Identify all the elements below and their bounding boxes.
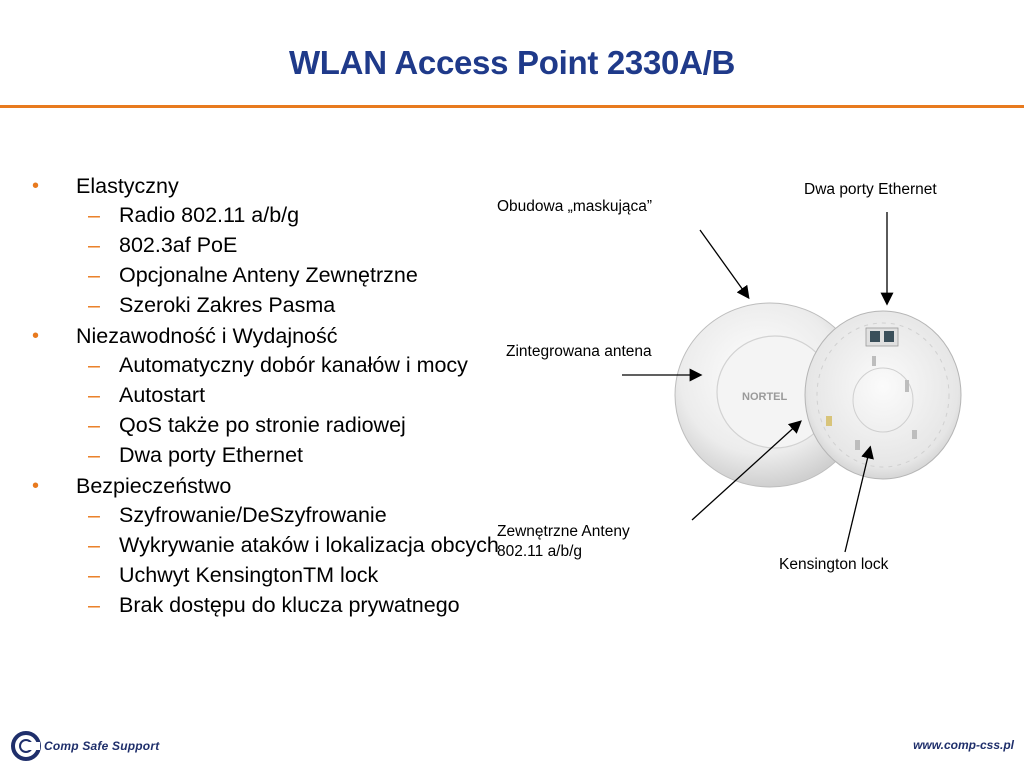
bullet-marker: – [88,533,100,557]
sub-bullet-item: –Brak dostępu do klucza prywatnego [30,594,500,616]
bullet-text: Uchwyt KensingtonTM lock [119,563,379,587]
sub-bullet-item: –QoS także po stronie radiowej [30,414,500,436]
company-logo-icon [11,731,41,761]
kensington-slot [826,416,832,426]
callout-housing: Obudowa „maskująca” [497,198,653,215]
callout-kensington: Kensington lock [779,556,889,573]
sub-bullet-item: –Radio 802.11 a/b/g [30,204,500,226]
bullet-text: Dwa porty Ethernet [119,443,304,467]
callout-external-antennas: Zewnętrzne Anteny 802.11 a/b/g [497,522,630,562]
bullet-marker: • [32,325,40,347]
sub-bullet-item: –Szyfrowanie/DeSzyfrowanie [30,504,500,526]
footer-company-name: Comp Safe Support [44,739,160,753]
sub-bullet-item: –Szeroki Zakres Pasma [30,294,500,316]
callout-ethernet: Dwa porty Ethernet [804,181,937,198]
title-divider [0,105,1024,108]
arrow-housing [699,229,750,300]
sub-bullet-item: –802.3af PoE [30,234,500,256]
arrow-kensington [844,445,874,553]
bullet-text: 802.3af PoE [119,233,238,257]
bullet-text: Autostart [119,383,206,407]
sub-bullet-item: –Uchwyt KensingtonTM lock [30,564,500,586]
bullet-marker: – [88,503,100,527]
bullet-item: • Bezpieczeństwo [30,474,500,499]
bullet-marker: – [88,353,100,377]
sub-bullet-item: –Wykrywanie ataków i lokalizacja obcych [30,534,500,556]
bullet-text: Niezawodność i Wydajność [76,324,338,348]
callout-external-line1: Zewnętrzne Anteny [497,523,630,540]
bullet-item: • Elastyczny [30,174,500,199]
bullet-text: Bezpieczeństwo [76,474,232,498]
access-point-back [804,310,962,480]
bullet-marker: – [88,203,100,227]
bullet-text: Automatyczny dobór kanałów i mocy [119,353,468,377]
sub-bullet-item: –Dwa porty Ethernet [30,444,500,466]
bullet-text: Elastyczny [76,174,179,198]
bullet-marker: – [88,293,100,317]
bullet-item: • Niezawodność i Wydajność [30,324,500,349]
bullet-text: Opcjonalne Anteny Zewnętrzne [119,263,418,287]
arrow-external-antennas [691,420,802,521]
bullet-text: QoS także po stronie radiowej [119,413,406,437]
sub-bullet-item: –Opcjonalne Anteny Zewnętrzne [30,264,500,286]
bullet-marker: – [88,443,100,467]
bullet-marker: – [88,383,100,407]
device-brand-text: NORTEL [742,391,788,403]
bullet-marker: – [88,263,100,287]
bullet-marker: • [32,175,40,197]
bullet-text: Radio 802.11 a/b/g [119,203,300,227]
bullet-text: Brak dostępu do klucza prywatnego [119,593,460,617]
bullet-text: Wykrywanie ataków i lokalizacja obcych [119,533,499,557]
bullet-marker: – [88,413,100,437]
callout-antenna: Zintegrowana antena [506,343,652,360]
bullet-marker: – [88,593,100,617]
bullet-list: •Elastyczny–Radio 802.11 a/b/g–802.3af P… [30,174,500,624]
bullet-text: Szyfrowanie/DeSzyfrowanie [119,503,387,527]
bullet-text: Szeroki Zakres Pasma [119,293,336,317]
callout-external-line2: 802.11 a/b/g [497,543,583,560]
bullet-marker: • [32,475,40,497]
sub-bullet-item: –Autostart [30,384,500,406]
sub-bullet-item: –Automatyczny dobór kanałów i mocy [30,354,500,376]
bullet-marker: – [88,563,100,587]
slide-title: WLAN Access Point 2330A/B [288,44,736,81]
footer-url[interactable]: www.comp-css.pl [913,738,1014,752]
bullet-marker: – [88,233,100,257]
